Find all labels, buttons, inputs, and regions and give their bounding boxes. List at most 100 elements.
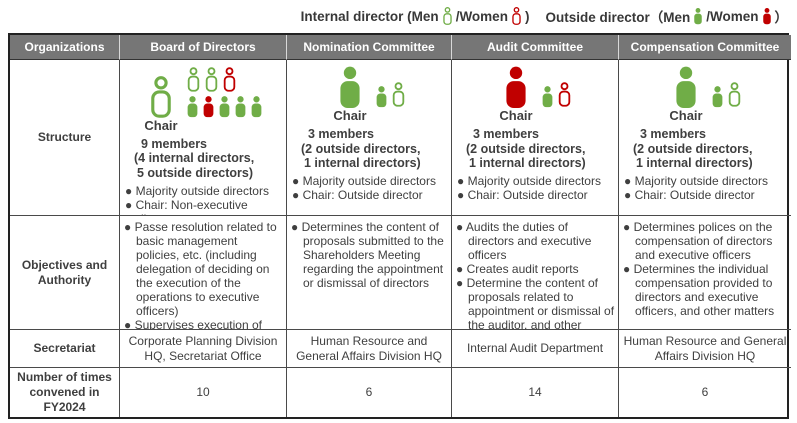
audit-structure-bullets: ● Majority outside directors● Chair: Out… xyxy=(457,174,614,202)
outside-man-icon xyxy=(694,8,702,25)
legend-outside-separator: /Women xyxy=(706,8,759,24)
objectives-board-cell: ● Passe resolution related to basic mana… xyxy=(120,216,287,330)
outside-man-icon xyxy=(340,66,360,108)
legend: Internal director (Men /Women ) Outside … xyxy=(301,6,788,26)
chair-label: Chair xyxy=(144,117,178,133)
structure-audit-cell: Chair 3 members(2 outside directors,1 in… xyxy=(452,60,619,216)
nomination-structure-bullets: ● Majority outside directors● Chair: Out… xyxy=(292,174,447,202)
board-chair-figure xyxy=(148,75,174,118)
audit-chair-figure xyxy=(503,66,529,108)
board-member-rows xyxy=(186,66,263,118)
legend-internal-label: Internal director (Men xyxy=(300,8,439,24)
member-figures-row xyxy=(375,81,406,108)
legend-internal-close: ) xyxy=(524,8,530,24)
audit-figures: Chair xyxy=(457,66,614,123)
secretariat-compensation-cell: Human Resource and General Affairs Divis… xyxy=(619,330,791,368)
objectives-compensation-cell: ● Determines polices on the compensation… xyxy=(619,216,791,330)
bullet-item: ● Determines polices on the compensation… xyxy=(623,220,773,263)
objectives-nomination-cell: ● Determines the content of proposals su… xyxy=(287,216,452,330)
bullet-item: ● Determines the individual compensation… xyxy=(623,262,775,319)
header-compensation-committee: Compensation Committee xyxy=(619,35,791,60)
row-label-structure: Structure xyxy=(10,60,120,216)
nomination-member-rows xyxy=(375,81,406,108)
secretariat-board-cell: Corporate Planning Division HQ, Secretar… xyxy=(120,330,287,368)
structure-compensation-cell: Chair 3 members(2 outside directors,1 in… xyxy=(619,60,791,216)
bullet-item: ● Determine the content of proposals rel… xyxy=(456,276,615,330)
times-nomination-cell: 6 xyxy=(287,368,452,417)
outside-woman-icon xyxy=(506,66,526,108)
outside-directors-row xyxy=(186,95,263,118)
bullet-item: ● Supervises execution of duties by exec… xyxy=(124,318,262,330)
compensation-structure-bullets: ● Majority outside directors● Chair: Out… xyxy=(624,174,787,202)
internal-man-icon xyxy=(728,82,740,107)
legend-internal-separator: /Women xyxy=(455,8,508,24)
bullet-item: ● Majority outside directors xyxy=(125,183,269,198)
bullet-item: ● Chair: Outside director xyxy=(624,188,755,203)
bullet-item: ● Majority outside directors xyxy=(292,174,436,189)
text-line: 3 members xyxy=(640,127,707,142)
chair-label: Chair xyxy=(333,108,367,123)
governance-table: Organizations Board of Directors Nominat… xyxy=(8,33,791,419)
row-label-times-convened: Number of times convened in FY2024 xyxy=(10,368,120,417)
outside-man-icon xyxy=(712,86,722,108)
compensation-chair-figure xyxy=(673,66,699,108)
nomination-chair-group: Chair xyxy=(333,66,367,123)
text-line: 9 members xyxy=(141,137,208,151)
row-label-objectives: Objectives and Authority xyxy=(10,216,120,330)
board-chair-group: Chair xyxy=(144,75,178,133)
structure-nomination-cell: Chair 3 members(2 outside directors,1 in… xyxy=(287,60,452,216)
header-organizations: Organizations xyxy=(10,35,120,60)
legend-outside-label: Outside director（Men xyxy=(545,10,691,25)
compensation-member-count: 3 members(2 outside directors,1 internal… xyxy=(624,127,787,170)
text-line: 1 internal directors) xyxy=(636,155,753,170)
internal-man-icon xyxy=(151,75,171,118)
audit-member-rows xyxy=(541,81,572,108)
text-line: 1 internal directors) xyxy=(304,155,421,170)
nomination-member-count: 3 members(2 outside directors,1 internal… xyxy=(292,127,447,170)
times-audit-cell: 14 xyxy=(452,368,619,417)
audit-member-count: 3 members(2 outside directors,1 internal… xyxy=(457,127,614,170)
internal-woman-icon xyxy=(558,82,570,107)
outside-woman-icon xyxy=(203,96,213,118)
internal-man-icon xyxy=(392,82,404,107)
board-member-count: 9 members(4 internal directors,5 outside… xyxy=(125,137,282,180)
outside-man-icon xyxy=(376,86,386,108)
outside-man-icon xyxy=(676,66,696,108)
bullet-item: ● Audits the duties of directors and exe… xyxy=(456,220,592,263)
internal-woman-icon xyxy=(512,7,521,25)
internal-woman-icon xyxy=(223,67,235,92)
text-line: (2 outside directors, xyxy=(301,141,421,156)
compensation-member-rows xyxy=(711,81,742,108)
times-compensation-cell: 6 xyxy=(701,385,709,400)
outside-man-icon xyxy=(235,96,245,118)
outside-man-icon xyxy=(693,7,703,25)
internal-woman-icon xyxy=(511,6,522,26)
outside-man-icon xyxy=(251,96,261,118)
outside-man-icon xyxy=(187,96,197,118)
times-board-cell: 10 xyxy=(120,368,287,417)
secretariat-audit-cell: Internal Audit Department xyxy=(452,330,619,368)
header-audit-committee: Audit Committee xyxy=(452,35,619,60)
bullet-item: ● Passe resolution related to basic mana… xyxy=(124,220,277,319)
text-line: 5 outside directors) xyxy=(137,165,253,180)
outside-woman-icon xyxy=(762,8,771,25)
bullet-item: ● Chair: Non-executive director xyxy=(125,197,248,215)
bullet-item: ● Creates audit reports xyxy=(456,262,579,277)
bullet-item: ● Majority outside directors xyxy=(457,174,601,189)
compensation-chair-group: Chair xyxy=(669,66,703,123)
member-figures-row xyxy=(541,81,572,108)
outside-man-icon xyxy=(542,86,552,108)
legend-outside-close: ） xyxy=(774,10,789,25)
compensation-figures: Chair xyxy=(624,66,787,123)
bullet-item: ● Chair: Outside director xyxy=(292,188,423,203)
internal-man-icon xyxy=(205,67,217,92)
nomination-figures: Chair xyxy=(292,66,447,123)
audit-chair-group: Chair xyxy=(499,66,533,123)
outside-woman-icon xyxy=(762,7,772,25)
text-line: 1 internal directors) xyxy=(469,155,586,170)
header-nomination-committee: Nomination Committee xyxy=(287,35,452,60)
header-board-of-directors: Board of Directors xyxy=(120,35,287,60)
structure-board-cell: Chair 9 members(4 internal directors,5 o… xyxy=(120,60,287,216)
text-line: (2 outside directors, xyxy=(633,141,753,156)
